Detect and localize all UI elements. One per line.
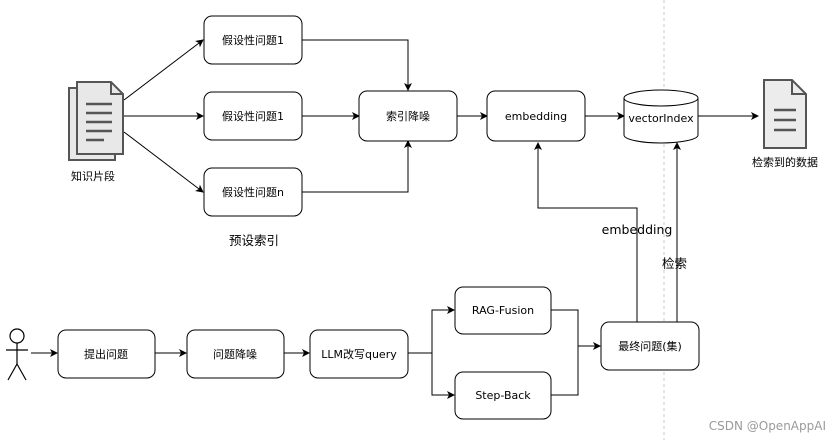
document-icon: [763, 79, 807, 149]
node-final-question: 最终问题(集): [600, 321, 700, 371]
edge-label-retrieve: 检索: [662, 256, 687, 271]
node-hypo-n: 假设性问题n: [203, 167, 303, 217]
node-hypo-1a: 假设性问题1: [203, 15, 303, 65]
node-hypo-1b: 假设性问题1: [203, 91, 303, 141]
node-hypo-1b-label: 假设性问题1: [222, 109, 284, 123]
retrieved-label: 检索到的数据: [752, 155, 818, 169]
database-cylinder-icon: [623, 89, 699, 144]
node-question-denoise-label: 问题降噪: [213, 347, 257, 361]
edge-knowledge-to-hypo-1a: [123, 39, 204, 101]
node-embedding-label: embedding: [505, 110, 567, 123]
preset-index-label: 预设索引: [229, 233, 279, 248]
node-rag-fusion: RAG-Fusion: [454, 286, 552, 335]
node-index-denoise: 索引降噪: [358, 90, 458, 142]
document-stack-icon: [68, 81, 124, 161]
node-llm-rewrite: LLM改写query: [309, 329, 409, 379]
edge-llm-to-step-back: [431, 353, 455, 399]
edge-label-embedding: embedding: [602, 222, 673, 237]
edge-final-to-embedding: [534, 142, 638, 322]
node-step-back-label: Step-Back: [475, 389, 531, 402]
node-hypo-n-label: 假设性问题n: [222, 185, 284, 199]
node-vector-index-label: vectorIndex: [628, 112, 694, 125]
watermark: CSDN @OpenAppAI: [709, 419, 826, 433]
edge-knowledge-to-hypo-n: [123, 131, 204, 193]
edge-rag-fusion-to-final: [551, 309, 601, 350]
node-embedding: embedding: [486, 90, 586, 142]
edge-hypo-n-to-index-denoise: [302, 140, 412, 193]
node-rag-fusion-label: RAG-Fusion: [472, 304, 534, 317]
node-hypo-1a-label: 假设性问题1: [222, 33, 284, 47]
node-final-question-label: 最终问题(集): [618, 339, 682, 353]
node-step-back: Step-Back: [454, 371, 552, 420]
edge-llm-to-rag-fusion: [408, 306, 455, 354]
node-index-denoise-label: 索引降噪: [386, 109, 430, 123]
edge-hypo-1a-to-index-denoise: [302, 39, 412, 91]
node-question-denoise: 问题降噪: [186, 329, 285, 379]
node-vector-index: vectorIndex: [623, 89, 699, 144]
node-llm-rewrite-label: LLM改写query: [321, 347, 397, 361]
node-ask-label: 提出问题: [84, 347, 128, 361]
edge-step-back-to-final: [551, 346, 579, 396]
user-stick-figure-icon: [6, 328, 28, 381]
knowledge-label: 知识片段: [71, 169, 115, 183]
node-ask: 提出问题: [57, 329, 156, 379]
edges: [31, 39, 759, 399]
